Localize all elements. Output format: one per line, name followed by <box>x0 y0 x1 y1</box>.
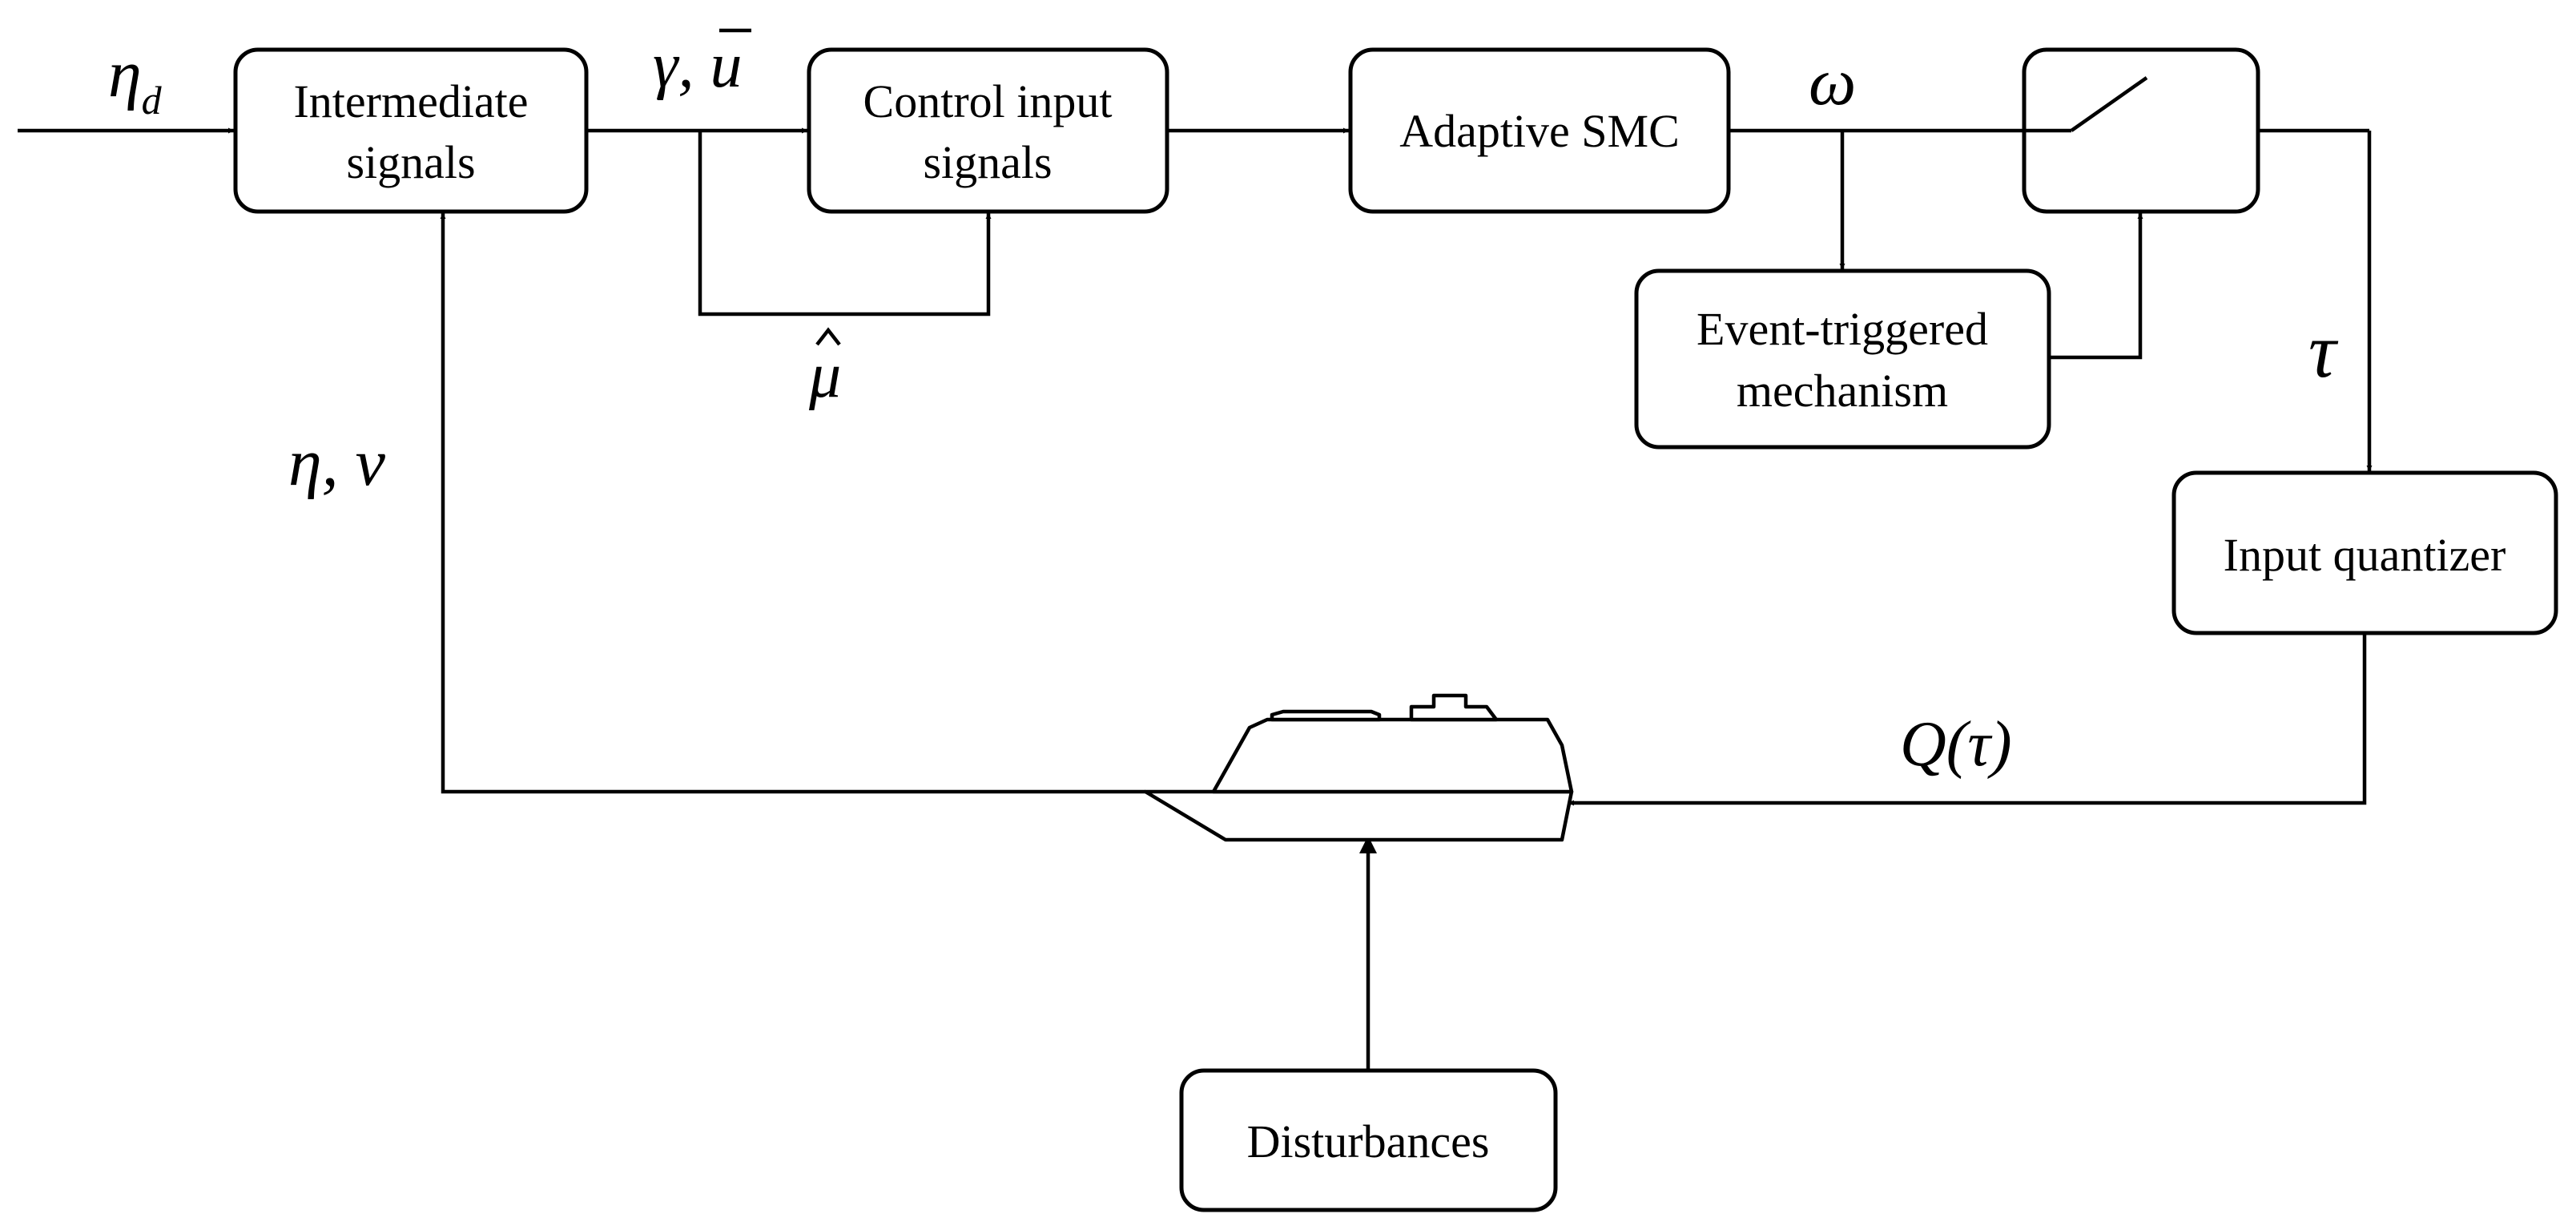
ship-hull <box>1143 789 1574 842</box>
eta-d-label: ηd <box>108 37 163 123</box>
event-triggered-mechanism-block: Event-triggered mechanism <box>1634 268 2051 450</box>
control-input-label-line1: Control input <box>863 75 1113 127</box>
tau-label: τ <box>2308 308 2339 393</box>
ship-icon <box>1143 693 1574 842</box>
omega-label: ω <box>1809 45 1856 119</box>
disturbances-block: Disturbances <box>1179 1068 1558 1212</box>
ship-superstructure <box>1211 717 1574 794</box>
mu-hat-label: μ <box>808 341 841 411</box>
ship-bridge <box>1409 693 1499 722</box>
intermediate-signals-block: Intermediate signals <box>233 47 589 214</box>
input-quantizer-block: Input quantizer <box>2171 470 2558 635</box>
q-tau-arrow <box>1568 633 2367 806</box>
mu-hat-caret <box>815 327 841 346</box>
adaptive-smc-label: Adaptive SMC <box>1399 105 1680 157</box>
ship-deck-cabin <box>1270 709 1382 722</box>
gamma-ubar-label: γ, u <box>653 30 743 101</box>
switch-contact <box>2070 76 2148 132</box>
mu-hat-feedback-arrow <box>698 131 992 317</box>
event-to-switch-arrow <box>2049 213 2143 360</box>
adaptive-smc-block: Adaptive SMC <box>1348 47 1731 214</box>
control-input-signals-block: Control input signals <box>807 47 1169 214</box>
q-tau-label: Q(τ) <box>1900 709 2012 780</box>
eta-v-label: η, v <box>288 425 386 500</box>
input-quantizer-label: Input quantizer <box>2224 529 2506 581</box>
disturbances-label: Disturbances <box>1247 1115 1490 1167</box>
intermediate-signals-label-line1: Intermediate <box>293 75 528 127</box>
intermediate-signals-label-line2: signals <box>346 136 475 188</box>
event-triggered-label-line2: mechanism <box>1737 365 1948 417</box>
eta-v-feedback-arrow <box>440 213 1145 794</box>
event-triggered-label-line1: Event-triggered <box>1697 303 1988 355</box>
control-input-label-line2: signals <box>923 136 1052 188</box>
